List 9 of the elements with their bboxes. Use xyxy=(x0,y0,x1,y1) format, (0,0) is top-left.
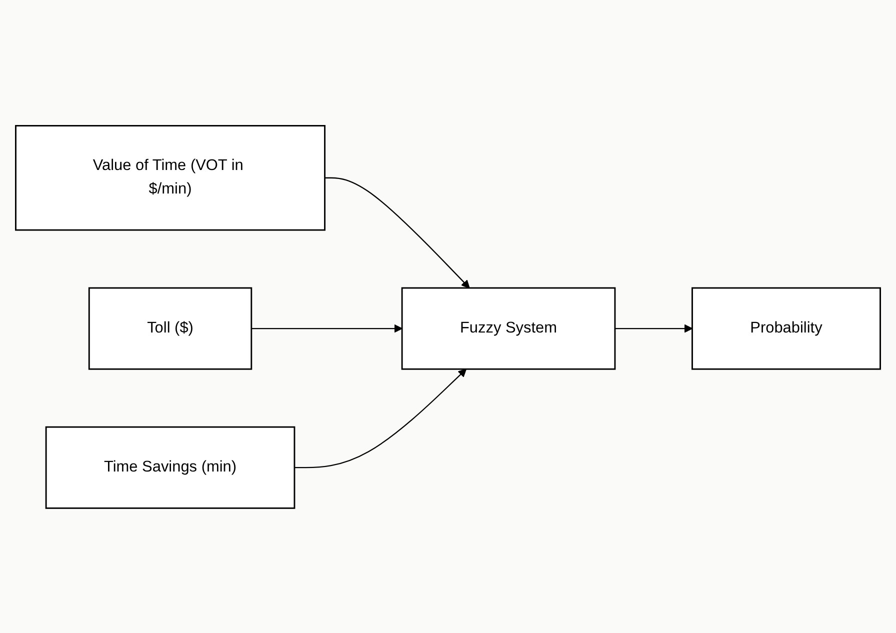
node-box: Probability xyxy=(692,286,881,370)
arrow xyxy=(251,324,402,332)
arrow xyxy=(294,368,467,468)
node-box: Value of Time (VOT in $/min) xyxy=(15,124,326,230)
arrow xyxy=(324,176,470,288)
node-box: Time Savings (min) xyxy=(45,426,296,508)
arrow xyxy=(614,324,693,332)
node-box: Toll ($) xyxy=(88,286,252,370)
node-box: Fuzzy System xyxy=(401,286,616,370)
